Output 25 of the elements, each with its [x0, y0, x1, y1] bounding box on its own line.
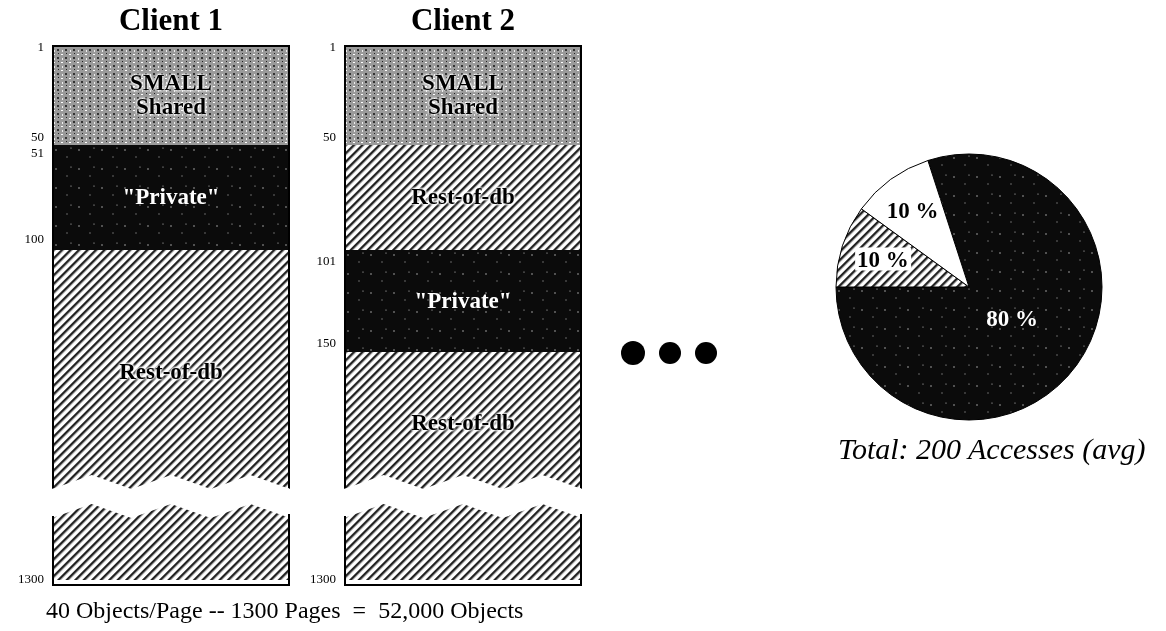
memory-segment — [52, 145, 290, 250]
segment-label: "Private" — [121, 185, 221, 210]
page-number: 1 — [328, 40, 336, 53]
page-number: 100 — [23, 232, 44, 245]
column-heading: Client 2 — [409, 4, 517, 35]
page-number: 150 — [315, 336, 336, 349]
footnote: 40 Objects/Page -- 1300 Pages = 52,000 Objects — [46, 598, 524, 622]
memory-segment — [344, 45, 582, 145]
memory-segment — [344, 145, 582, 250]
page-number: 50 — [30, 130, 44, 143]
column-heading: Client 1 — [117, 4, 225, 35]
page-number: 50 — [322, 130, 336, 143]
slice-value-label: 10 % — [855, 247, 911, 271]
slice-value-label: 80 % — [986, 306, 1038, 330]
page-number: 51 — [30, 146, 44, 159]
page-number: 1300 — [309, 572, 336, 585]
memory-segment — [52, 45, 290, 145]
segment-label: "Private" — [413, 288, 513, 314]
segment-label: SMALL Shared — [129, 70, 213, 120]
page-number: 1 — [36, 40, 44, 53]
chart-caption: Total: 200 Accesses (avg) — [838, 434, 1146, 464]
memory-segment — [344, 250, 582, 352]
page-number: 101 — [315, 254, 336, 267]
page-number: 1300 — [17, 572, 44, 585]
segment-label: SMALL Shared — [421, 70, 505, 120]
